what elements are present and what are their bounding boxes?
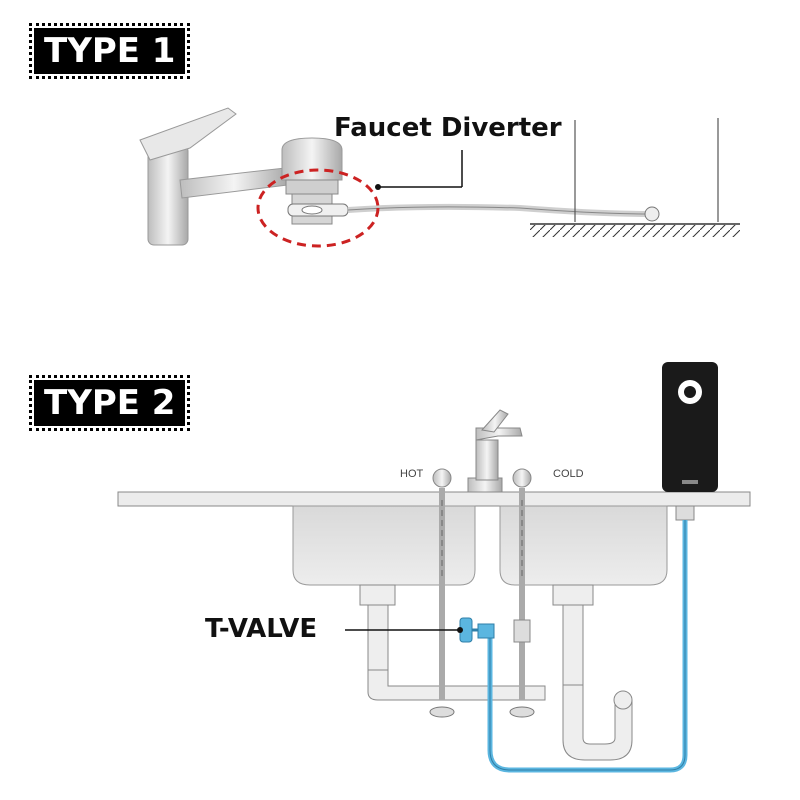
hot-label: HOT: [400, 468, 424, 480]
cold-label: COLD: [553, 468, 584, 480]
counter-type1: [530, 118, 740, 237]
t-valve-label: T-VALVE: [205, 614, 318, 644]
diverter-leader-line: [375, 150, 463, 190]
supply-pipes: [429, 488, 535, 718]
type2-badge: TYPE 2: [28, 375, 191, 431]
water-purifier: [662, 362, 718, 521]
countertop: [117, 491, 751, 507]
t-valve: [459, 617, 495, 643]
type1-badge: TYPE 1: [28, 23, 191, 79]
faucet-type2: [432, 409, 532, 493]
faucet-diverter-label: Faucet Diverter: [334, 113, 562, 143]
drain-pipes: [359, 584, 633, 761]
faucet-type1: [139, 107, 660, 246]
sink-basins: [292, 505, 668, 586]
tvalve-leader-line: [345, 627, 463, 633]
diverter-highlight-ring: [256, 168, 380, 248]
